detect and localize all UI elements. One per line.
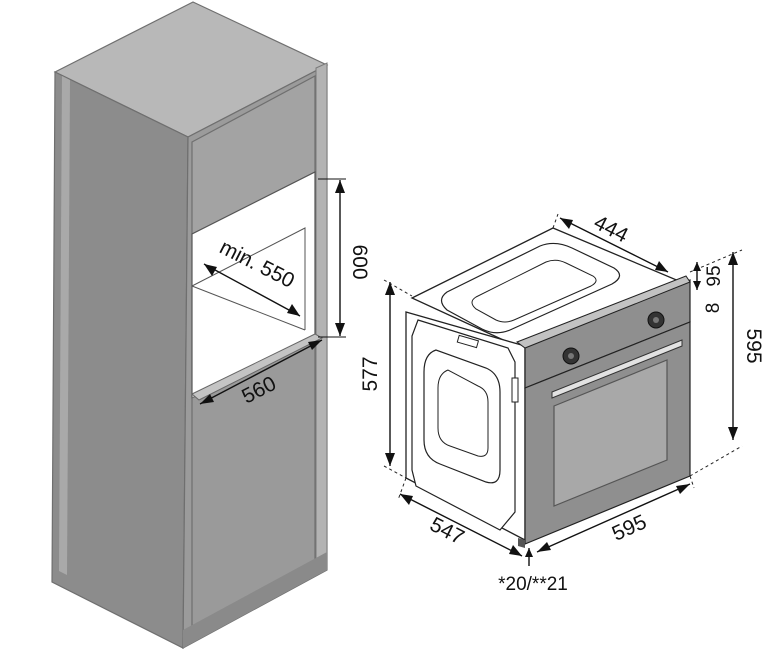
oven-height-ext-bottom bbox=[383, 465, 407, 479]
oven-side-tab-2 bbox=[511, 377, 519, 403]
oven-top-recess-inner bbox=[471, 259, 597, 323]
oven-depth-arrow-left bbox=[400, 494, 413, 505]
height-dim-arrow-bottom bbox=[335, 323, 345, 336]
gap-label: 8 bbox=[703, 303, 724, 314]
offset-arrow bbox=[525, 548, 533, 557]
niche-back-line bbox=[191, 227, 306, 330]
oven-width-ext-right bbox=[689, 475, 695, 489]
width-dim-arrow-left bbox=[200, 394, 214, 404]
top-depth-label: 444 bbox=[590, 211, 632, 248]
oven-side-tab bbox=[456, 334, 480, 349]
oven-width-arrow-right bbox=[676, 484, 690, 494]
oven-door-handle bbox=[551, 339, 683, 399]
cabinet-height-label: 600 bbox=[348, 244, 371, 279]
oven-side-panel-inner bbox=[437, 369, 489, 457]
front-height-label: 595 bbox=[742, 328, 765, 363]
oven-panel-top-edge bbox=[515, 275, 691, 349]
niche-floor-line bbox=[191, 285, 306, 331]
oven bbox=[405, 227, 691, 548]
top-depth-ext-left bbox=[552, 213, 559, 229]
oven-height-label: 577 bbox=[359, 356, 382, 391]
panel-height-arrow-bottom bbox=[693, 281, 701, 290]
panel-height-label: 95 bbox=[704, 265, 725, 286]
oven-height-ext-top bbox=[383, 279, 413, 297]
cabinet bbox=[51, 1, 329, 650]
oven-height-arrow-top bbox=[385, 282, 395, 295]
left-knob bbox=[562, 347, 580, 365]
door-offset-label: *20/**21 bbox=[498, 574, 568, 595]
oven-dimensions: 577 547 444 595 595 95 8 bbox=[359, 211, 765, 595]
oven-depth-ext-left bbox=[397, 477, 407, 501]
depth-dim-line bbox=[203, 263, 301, 317]
oven-depth-label: 547 bbox=[426, 513, 468, 549]
oven-height-arrow-bottom bbox=[385, 453, 395, 466]
oven-width-dim-line bbox=[536, 483, 691, 553]
cabinet-side bbox=[51, 71, 189, 649]
height-dim-arrow-top bbox=[335, 180, 345, 193]
panel-height-arrow-top bbox=[693, 262, 701, 271]
oven-width-label: 595 bbox=[609, 510, 650, 545]
front-height-arrow-bottom bbox=[728, 427, 738, 440]
front-height-arrow-top bbox=[728, 252, 738, 265]
width-dim-line bbox=[199, 339, 323, 405]
oven-depth-arrow-right bbox=[509, 545, 522, 556]
top-depth-dim-line bbox=[559, 217, 669, 273]
cabinet-plinth bbox=[183, 552, 327, 648]
top-depth-arrow-left bbox=[560, 218, 573, 229]
cabinet-edge-strip bbox=[59, 76, 70, 575]
right-knob bbox=[647, 311, 665, 329]
top-depth-arrow-right bbox=[655, 261, 668, 272]
depth-dim-arrow-right bbox=[287, 304, 300, 316]
oven-depth-dim-line bbox=[399, 493, 523, 557]
depth-dim-arrow-left bbox=[204, 264, 217, 276]
front-height-ext-bottom bbox=[689, 445, 743, 477]
oven-bottom-lip bbox=[518, 538, 525, 548]
oven-width-arrow-left bbox=[537, 542, 551, 552]
oven-door-window bbox=[553, 359, 668, 507]
cabinet-front-edge bbox=[315, 62, 328, 576]
width-dim-arrow-right bbox=[308, 340, 322, 350]
cabinet-shelf bbox=[191, 333, 324, 401]
